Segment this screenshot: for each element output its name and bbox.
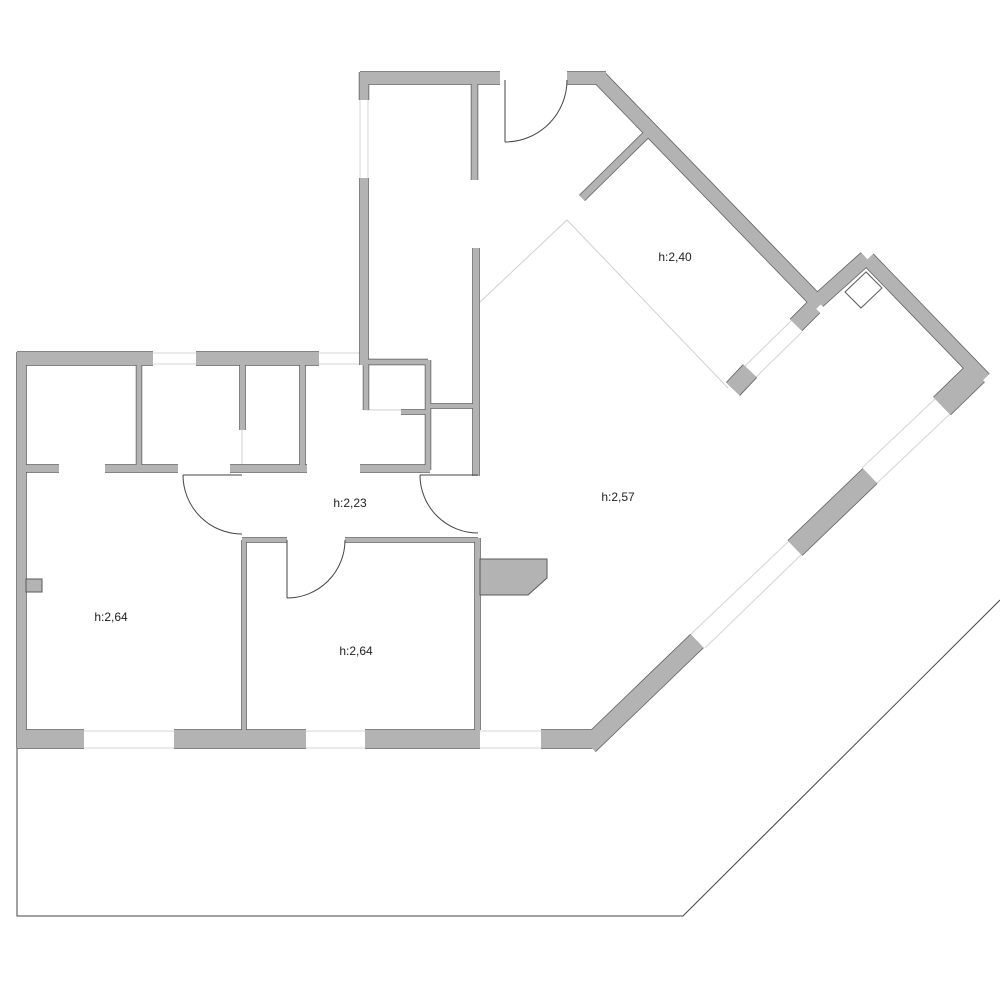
wall xyxy=(790,301,820,331)
wall xyxy=(582,634,704,752)
zone-divider-line xyxy=(479,219,729,389)
wall xyxy=(933,364,985,415)
room-height-label: h:2,64 xyxy=(339,644,373,658)
wall xyxy=(862,254,990,384)
wall xyxy=(726,364,757,396)
wall-pier xyxy=(25,578,43,593)
bedroom-door-swing xyxy=(182,474,243,535)
wall xyxy=(813,252,871,307)
terrace-outline xyxy=(16,599,1000,917)
living-door-swing xyxy=(419,474,479,534)
windows xyxy=(84,100,953,749)
wall xyxy=(579,130,651,201)
room-height-label: h:2,40 xyxy=(658,250,692,264)
room-height-label: h:2,23 xyxy=(333,496,367,510)
walls xyxy=(16,71,990,753)
wall xyxy=(788,468,877,556)
middle-bedroom-door-swing xyxy=(286,539,346,599)
shaft xyxy=(844,271,883,309)
wall xyxy=(594,73,826,310)
room-height-label: h:2,64 xyxy=(94,610,128,624)
room-height-label: h:2,57 xyxy=(601,490,635,504)
doors xyxy=(182,79,568,599)
entrance-door-swing xyxy=(504,79,568,143)
kitchen-block xyxy=(479,558,548,596)
